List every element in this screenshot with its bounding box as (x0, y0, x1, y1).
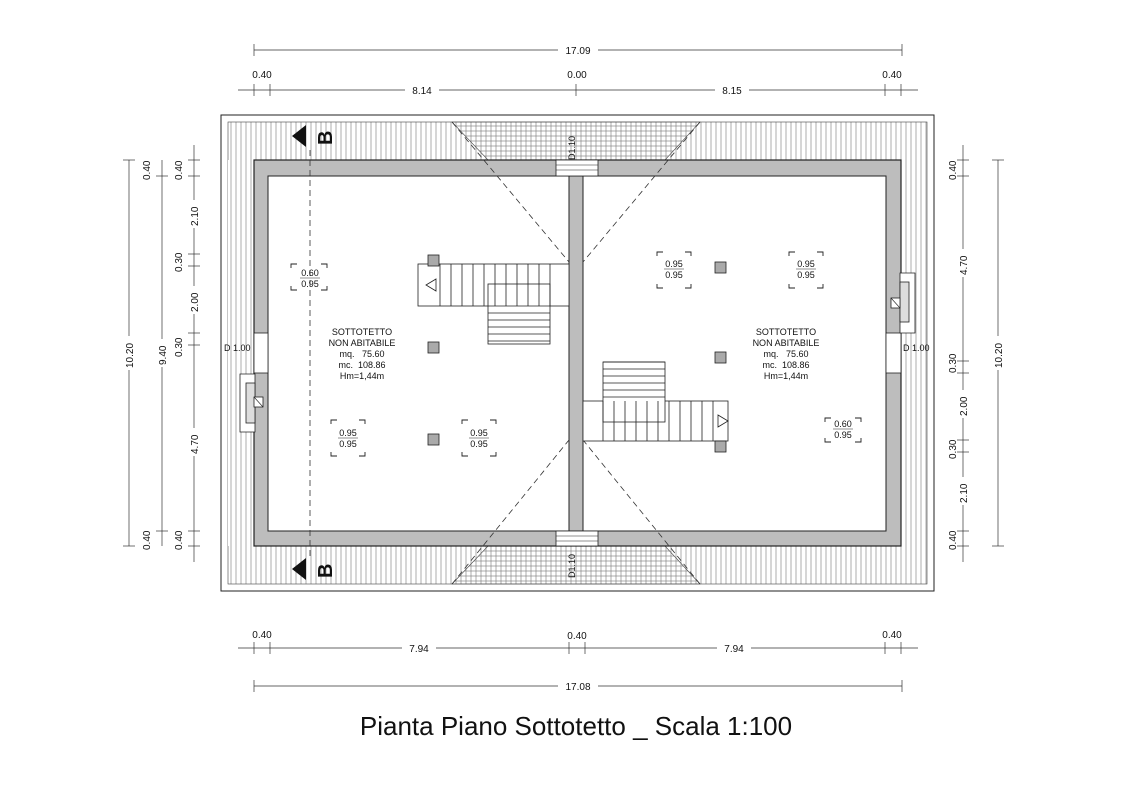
skylight-right-low-width: 0.60 (834, 419, 852, 429)
dim-right-2-10: 2.10 (959, 483, 970, 503)
skylight-left-top-height: 0.95 (301, 279, 319, 289)
dim-left-outer-total: 10.20 (125, 343, 136, 368)
room-left-name1: SOTTOTETTO (332, 327, 392, 337)
room-right-volume: mc. 108.86 (762, 360, 809, 370)
dim-top-total: 17.09 (565, 46, 590, 57)
skylight-right-top-2: 0.95 0.95 (788, 251, 824, 289)
door-bottom-label: D1.10 (567, 554, 577, 578)
skylight-left-top-width: 0.60 (301, 268, 319, 278)
dim-left-2-00: 2.00 (190, 292, 201, 312)
dim-top-right-span: 8.15 (722, 86, 742, 97)
dim-left-top-a: 0.40 (142, 160, 153, 180)
dim-top-middle: 0.00 (567, 70, 587, 81)
dim-bottom-left-span: 7.94 (409, 644, 429, 655)
dim-right-2-00: 2.00 (959, 396, 970, 416)
section-marker-bottom-letter: B (315, 564, 337, 578)
dim-left-0-30-a: 0.30 (174, 252, 185, 272)
skylight-left-low-1-height: 0.95 (339, 439, 357, 449)
section-marker-top-letter: B (315, 131, 337, 145)
skylight-right-top-1: 0.95 0.95 (656, 251, 692, 289)
room-label-right: SOTTOTETTO NON ABITABILE mq. 75.60 mc. 1… (753, 327, 820, 381)
dim-top-left-edge: 0.40 (252, 70, 272, 81)
skylight-left-low-2: 0.95 0.95 (461, 419, 497, 457)
dim-left-top-b: 0.40 (174, 160, 185, 180)
room-left-volume: mc. 108.86 (338, 360, 385, 370)
dim-right-4-70: 4.70 (959, 255, 970, 275)
dim-right-top: 0.40 (948, 160, 959, 180)
staircase-left (417, 263, 570, 345)
dim-bottom-right-edge: 0.40 (882, 630, 902, 641)
room-left-name2: NON ABITABILE (329, 338, 396, 348)
skylight-right-low-height: 0.95 (834, 430, 852, 440)
dim-left-inner-total: 9.40 (158, 345, 169, 365)
room-right-height: Hm=1,44m (764, 371, 808, 381)
dim-top-left-span: 8.14 (412, 86, 432, 97)
dimension-values-left: 10.20 9.40 0.40 0.40 2.10 0.30 2.00 0.30… (123, 160, 201, 550)
dim-right-0-30-b: 0.30 (948, 439, 959, 459)
door-top-label: D1.10 (567, 136, 577, 160)
skylight-right-top-1-height: 0.95 (665, 270, 683, 280)
room-left-area: mq. 75.60 (339, 349, 384, 359)
door-right-label: D 1.00 (903, 343, 930, 353)
room-right-name1: SOTTOTETTO (756, 327, 816, 337)
dim-bottom-left-edge: 0.40 (252, 630, 272, 641)
skylight-left-low-2-width: 0.95 (470, 428, 488, 438)
drawing-title: Pianta Piano Sottotetto _ Scala 1:100 (360, 711, 792, 741)
dim-left-2-10: 2.10 (190, 206, 201, 226)
skylight-left-low-2-height: 0.95 (470, 439, 488, 449)
chimney-left (239, 373, 264, 433)
pillars (427, 254, 727, 453)
section-marker-bottom: B (292, 558, 337, 580)
door-left-label: D 1.00 (224, 343, 251, 353)
skylight-right-top-2-height: 0.95 (797, 270, 815, 280)
dim-left-0-30-b: 0.30 (174, 337, 185, 357)
staircase-right (582, 361, 729, 442)
room-left-height: Hm=1,44m (340, 371, 384, 381)
dim-bottom-middle: 0.40 (567, 631, 587, 642)
dim-top-right-edge: 0.40 (882, 70, 902, 81)
skylight-right-low: 0.60 0.95 (824, 417, 862, 443)
chimney-right (890, 272, 916, 334)
dim-left-bottom-a: 0.40 (142, 530, 153, 550)
room-right-name2: NON ABITABILE (753, 338, 820, 348)
room-right-area: mq. 75.60 (763, 349, 808, 359)
dim-bottom-right-span: 7.94 (724, 644, 744, 655)
dimension-values-right: 0.40 4.70 0.30 2.00 0.30 2.10 0.40 10.20 (948, 160, 1005, 550)
roof-ridge-lines (309, 121, 701, 585)
dim-bottom-total: 17.08 (565, 682, 590, 693)
dim-left-bottom-b: 0.40 (174, 530, 185, 550)
dim-right-0-30-a: 0.30 (948, 353, 959, 373)
dim-right-bottom: 0.40 (948, 530, 959, 550)
outer-wall (253, 159, 902, 547)
skylight-left-top: 0.60 0.95 (290, 263, 328, 291)
skylight-left-low-1-width: 0.95 (339, 428, 357, 438)
skylight-right-top-1-width: 0.95 (665, 259, 683, 269)
dimension-values-top: 17.09 0.40 0.00 0.40 8.14 8.15 (252, 44, 902, 97)
section-marker-top: B (292, 125, 337, 147)
dim-left-4-70: 4.70 (190, 434, 201, 454)
dim-right-total: 10.20 (994, 343, 1005, 368)
room-label-left: SOTTOTETTO NON ABITABILE mq. 75.60 mc. 1… (329, 327, 396, 381)
dimension-values-bottom: 0.40 0.40 0.40 7.94 7.94 17.08 (252, 630, 902, 693)
skylight-left-low-1: 0.95 0.95 (330, 419, 366, 457)
skylight-right-top-2-width: 0.95 (797, 259, 815, 269)
